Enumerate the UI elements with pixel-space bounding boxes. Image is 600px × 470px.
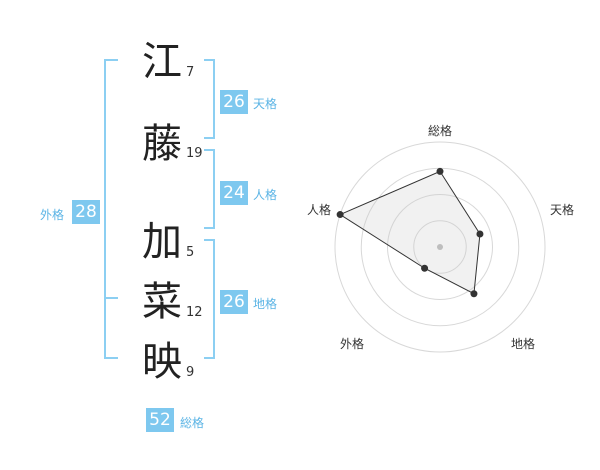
radar-ring-1 [413,220,467,274]
name-char-3: 加 [142,219,182,265]
tenkaku-label: 天格 [253,97,278,111]
radar-axis-label-soukaku: 総格 [428,124,453,138]
gaikaku-bracket [104,59,118,359]
name-char-1: 江 [142,39,182,85]
radar-point-5 [336,211,344,219]
radar-ring-4 [334,141,546,353]
radar-axis-label-jinkaku: 人格 [307,203,332,217]
name-char-5: 映 [142,339,182,385]
radar-axis-label-tenkaku: 天格 [550,203,575,217]
tenkaku-bracket [204,59,215,139]
radar-point-3 [470,290,478,298]
gaikaku-value-badge: 28 [72,200,100,224]
soukaku-value-badge: 52 [146,408,174,432]
stroke-count-3: 5 [186,245,195,260]
radar-series-polygon [339,170,481,295]
chikaku-label: 地格 [253,297,278,311]
chikaku-bracket [204,239,215,359]
jinkaku-value-badge: 24 [220,181,248,205]
gaikaku-label: 外格 [40,208,65,222]
radar-point-1 [436,167,444,175]
radar-chart [334,141,546,353]
radar-ring-2 [387,194,493,300]
stroke-count-5: 9 [186,365,195,380]
stroke-count-4: 12 [186,305,203,320]
name-char-2: 藤 [142,121,182,167]
radar-point-4 [421,264,429,272]
stroke-count-2: 19 [186,146,203,161]
chikaku-value-badge: 26 [220,290,248,314]
soukaku-label: 総格 [180,416,205,430]
name-char-4: 菜 [142,279,182,325]
radar-axis-label-gaikaku: 外格 [340,337,365,351]
tenkaku-value-badge: 26 [220,90,248,114]
jinkaku-bracket [204,149,215,229]
stroke-count-1: 7 [186,65,195,80]
radar-point-2 [476,230,484,238]
jinkaku-label: 人格 [253,188,278,202]
radar-axis-label-chikaku: 地格 [511,337,536,351]
radar-center [437,244,443,250]
